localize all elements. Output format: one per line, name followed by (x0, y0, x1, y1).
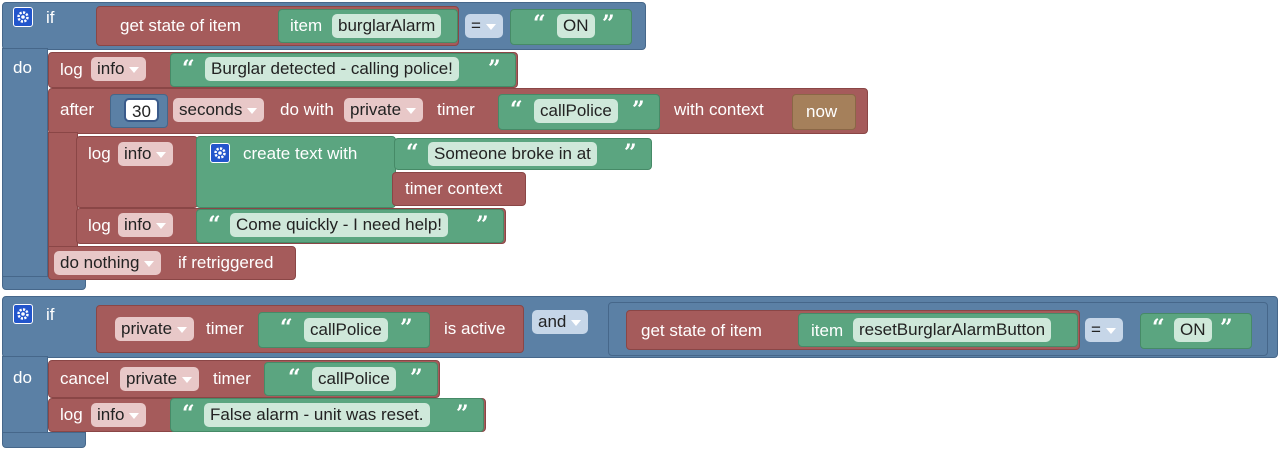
quote-close-icon: ” (456, 401, 469, 427)
log-level-dropdown[interactable]: info (91, 403, 147, 427)
do-keyword: do (13, 368, 32, 387)
get-state-label: get state of item (641, 321, 762, 340)
do-keyword: do (13, 58, 32, 77)
scope-dropdown[interactable]: private (115, 317, 195, 341)
timer-context-label: timer context (405, 179, 503, 198)
timer-context-block[interactable] (392, 172, 526, 206)
quote-close-icon: ” (410, 365, 423, 391)
quote-open-icon: “ (533, 11, 546, 37)
retrigger-label: if retriggered (178, 253, 274, 272)
and-dropdown[interactable]: and (532, 310, 589, 334)
quote-open-icon: “ (208, 212, 221, 238)
log-text-field[interactable]: Burglar detected - calling police! (205, 57, 459, 81)
context-now-label: now (806, 102, 838, 121)
context-now-block[interactable] (792, 94, 856, 130)
mutator-gear-icon[interactable] (13, 304, 33, 324)
quote-close-icon: ” (632, 97, 645, 123)
quote-close-icon: ” (488, 56, 501, 82)
scope-dropdown[interactable]: private (344, 98, 424, 122)
quote-close-icon: ” (602, 11, 615, 37)
item-label: item (290, 16, 323, 35)
log-label: log (60, 405, 83, 424)
log-label: log (60, 60, 83, 79)
quote-close-icon: ” (400, 315, 413, 341)
timer-name-field[interactable]: callPolice (534, 99, 618, 123)
delay-number-field[interactable]: 30 (124, 98, 159, 122)
quote-open-icon: “ (1152, 315, 1165, 341)
if-block-1-spine (2, 48, 48, 280)
item-name-field[interactable]: burglarAlarm (332, 14, 442, 38)
is-active-label: is active (444, 319, 506, 338)
timer-label: timer (437, 100, 475, 119)
cancel-label: cancel (60, 369, 110, 388)
mutator-gear-icon[interactable] (210, 143, 230, 163)
do-with-label: do with (280, 100, 334, 119)
timer-name-field[interactable]: callPolice (312, 367, 396, 391)
quote-open-icon: “ (406, 140, 419, 166)
text-field-1[interactable]: Someone broke in at (428, 142, 597, 166)
log-level-dropdown[interactable]: info (118, 142, 174, 166)
timer-name-field[interactable]: callPolice (304, 318, 388, 342)
if-keyword: if (46, 8, 55, 27)
log-level-dropdown[interactable]: info (118, 213, 174, 237)
quote-close-icon: ” (624, 140, 637, 166)
quote-open-icon: “ (288, 365, 301, 391)
quote-close-icon: ” (1220, 315, 1233, 341)
mutator-gear-icon[interactable] (13, 7, 33, 27)
quote-open-icon: “ (280, 315, 293, 341)
log-level-dropdown[interactable]: info (91, 57, 147, 81)
string-on-field[interactable]: ON (1174, 318, 1212, 342)
quote-open-icon: “ (182, 56, 195, 82)
if-block-2-foot (2, 432, 86, 448)
timer-label: timer (206, 319, 244, 338)
scope-dropdown[interactable]: private (120, 367, 200, 391)
quote-close-icon: ” (476, 212, 489, 238)
quote-open-icon: “ (510, 97, 523, 123)
string-on-field[interactable]: ON (557, 14, 595, 38)
item-label: item (811, 321, 844, 340)
operator-dropdown[interactable]: = (1085, 318, 1123, 342)
get-state-label: get state of item (120, 16, 241, 35)
log-text-field[interactable]: Come quickly - I need help! (230, 213, 448, 237)
time-unit-dropdown[interactable]: seconds (173, 98, 265, 122)
create-text-label: create text with (243, 144, 358, 163)
log-label: log (88, 144, 111, 163)
quote-open-icon: “ (182, 401, 195, 427)
after-block-spine (48, 132, 78, 252)
with-context-label: with context (674, 100, 764, 119)
retrigger-dropdown[interactable]: do nothing (54, 251, 162, 275)
operator-dropdown[interactable]: = (465, 14, 503, 38)
if-keyword: if (46, 305, 55, 324)
after-label: after (60, 100, 95, 119)
log-text-field[interactable]: False alarm - unit was reset. (204, 403, 430, 427)
item-name-field[interactable]: resetBurglarAlarmButton (853, 318, 1052, 342)
if-block-2-spine (2, 356, 48, 442)
timer-label: timer (213, 369, 251, 388)
log-label: log (88, 216, 111, 235)
